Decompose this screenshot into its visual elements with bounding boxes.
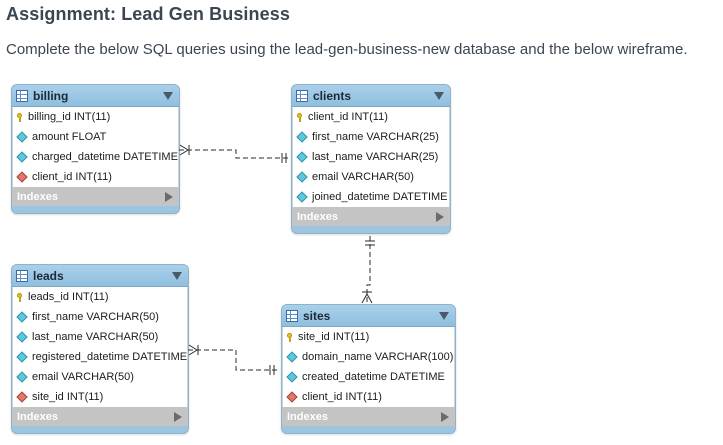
relation-billing-clients bbox=[179, 149, 290, 159]
column-row[interactable]: first_name VARCHAR(25) bbox=[293, 127, 449, 147]
column-row[interactable]: site_id INT(11) bbox=[13, 387, 187, 407]
indexes-section[interactable]: Indexes bbox=[282, 407, 455, 426]
table-name: clients bbox=[313, 88, 352, 103]
column-label: client_id INT(11) bbox=[302, 391, 382, 403]
triangle-right-icon[interactable] bbox=[174, 411, 182, 422]
table-leads[interactable]: leads leads_id INT(11) first_name VARCHA… bbox=[11, 264, 189, 434]
crows-foot-icon bbox=[179, 144, 190, 156]
one-mandatory-icon bbox=[365, 240, 375, 246]
column-label: client_id INT(11) bbox=[32, 171, 112, 183]
column-label: created_datetime DATETIME bbox=[302, 371, 445, 383]
column-label: site_id INT(11) bbox=[298, 331, 370, 343]
triangle-right-icon[interactable] bbox=[436, 211, 444, 222]
relation-leads-sites bbox=[188, 349, 280, 371]
triangle-right-icon[interactable] bbox=[441, 411, 449, 422]
page-description: Complete the below SQL queries using the… bbox=[6, 41, 688, 58]
column-row[interactable]: joined_datetime DATETIME bbox=[293, 187, 449, 207]
indexes-label: Indexes bbox=[17, 190, 58, 203]
table-name: billing bbox=[33, 88, 69, 103]
column-label: last_name VARCHAR(25) bbox=[312, 151, 439, 163]
triangle-down-icon[interactable] bbox=[163, 91, 173, 100]
column-row[interactable]: registered_datetime DATETIME bbox=[13, 347, 187, 367]
indexes-section[interactable]: Indexes bbox=[292, 207, 450, 226]
column-row[interactable]: email VARCHAR(50) bbox=[293, 167, 449, 187]
column-row[interactable]: leads_id INT(11) bbox=[13, 287, 187, 307]
table-name: leads bbox=[33, 268, 64, 283]
column-label: registered_datetime DATETIME bbox=[32, 351, 188, 363]
triangle-right-icon[interactable] bbox=[165, 191, 173, 202]
column-row[interactable]: domain_name VARCHAR(100) bbox=[283, 347, 454, 367]
column-label: domain_name VARCHAR(100) bbox=[302, 351, 454, 363]
column-label: email VARCHAR(50) bbox=[312, 171, 414, 183]
column-row[interactable]: last_name VARCHAR(50) bbox=[13, 327, 187, 347]
page-title: Assignment: Lead Gen Business bbox=[6, 4, 290, 24]
table-header[interactable]: leads bbox=[12, 265, 188, 287]
table-bottom-edge bbox=[12, 426, 188, 433]
key-icon bbox=[17, 112, 22, 122]
column-row[interactable]: last_name VARCHAR(25) bbox=[293, 147, 449, 167]
table-header[interactable]: sites bbox=[282, 305, 455, 327]
column-row[interactable]: amount FLOAT bbox=[13, 127, 178, 147]
column-list: client_id INT(11) first_name VARCHAR(25)… bbox=[292, 107, 450, 207]
column-label: charged_datetime DATETIME bbox=[32, 151, 178, 163]
relation-clients-sites bbox=[366, 236, 371, 303]
column-list: site_id INT(11) domain_name VARCHAR(100)… bbox=[282, 327, 455, 407]
triangle-down-icon[interactable] bbox=[439, 311, 449, 320]
table-bottom-edge bbox=[12, 206, 179, 213]
crows-foot-icon bbox=[188, 344, 199, 356]
column-row[interactable]: charged_datetime DATETIME bbox=[13, 147, 178, 167]
indexes-label: Indexes bbox=[297, 210, 338, 223]
column-list: billing_id INT(11) amount FLOAT charged_… bbox=[12, 107, 179, 187]
column-label: billing_id INT(11) bbox=[28, 111, 111, 123]
column-row[interactable]: client_id INT(11) bbox=[283, 387, 454, 407]
column-label: site_id INT(11) bbox=[32, 391, 104, 403]
one-mandatory-icon bbox=[281, 153, 287, 163]
table-grid-icon bbox=[286, 309, 298, 322]
column-row[interactable]: site_id INT(11) bbox=[283, 327, 454, 347]
key-icon bbox=[17, 292, 22, 302]
table-bottom-edge bbox=[282, 426, 455, 433]
column-row[interactable]: email VARCHAR(50) bbox=[13, 367, 187, 387]
table-billing[interactable]: billing billing_id INT(11) amount FLOAT … bbox=[11, 84, 180, 214]
table-grid-icon bbox=[16, 269, 28, 282]
table-header[interactable]: billing bbox=[12, 85, 179, 107]
indexes-section[interactable]: Indexes bbox=[12, 187, 179, 206]
column-row[interactable]: billing_id INT(11) bbox=[13, 107, 178, 127]
column-row[interactable]: created_datetime DATETIME bbox=[283, 367, 454, 387]
triangle-down-icon[interactable] bbox=[434, 91, 444, 100]
column-row[interactable]: client_id INT(11) bbox=[13, 167, 178, 187]
crows-foot-icon bbox=[361, 291, 373, 304]
column-label: first_name VARCHAR(25) bbox=[312, 131, 439, 143]
key-icon bbox=[297, 112, 302, 122]
column-list: leads_id INT(11) first_name VARCHAR(50) … bbox=[12, 287, 188, 407]
table-clients[interactable]: clients client_id INT(11) first_name VAR… bbox=[291, 84, 451, 234]
column-row[interactable]: client_id INT(11) bbox=[293, 107, 449, 127]
indexes-label: Indexes bbox=[287, 410, 328, 423]
column-label: client_id INT(11) bbox=[308, 111, 388, 123]
table-name: sites bbox=[303, 308, 331, 323]
column-label: last_name VARCHAR(50) bbox=[32, 331, 159, 343]
table-header[interactable]: clients bbox=[292, 85, 450, 107]
indexes-label: Indexes bbox=[17, 410, 58, 423]
table-grid-icon bbox=[16, 89, 28, 102]
column-row[interactable]: first_name VARCHAR(50) bbox=[13, 307, 187, 327]
indexes-section[interactable]: Indexes bbox=[12, 407, 188, 426]
column-label: first_name VARCHAR(50) bbox=[32, 311, 159, 323]
table-sites[interactable]: sites site_id INT(11) domain_name VARCHA… bbox=[281, 304, 456, 434]
column-label: amount FLOAT bbox=[32, 131, 107, 143]
table-bottom-edge bbox=[292, 226, 450, 233]
key-icon bbox=[287, 332, 292, 342]
table-grid-icon bbox=[296, 89, 308, 102]
one-mandatory-icon bbox=[269, 365, 275, 375]
column-label: leads_id INT(11) bbox=[28, 291, 109, 303]
column-label: email VARCHAR(50) bbox=[32, 371, 134, 383]
triangle-down-icon[interactable] bbox=[172, 271, 182, 280]
column-label: joined_datetime DATETIME bbox=[312, 191, 448, 203]
